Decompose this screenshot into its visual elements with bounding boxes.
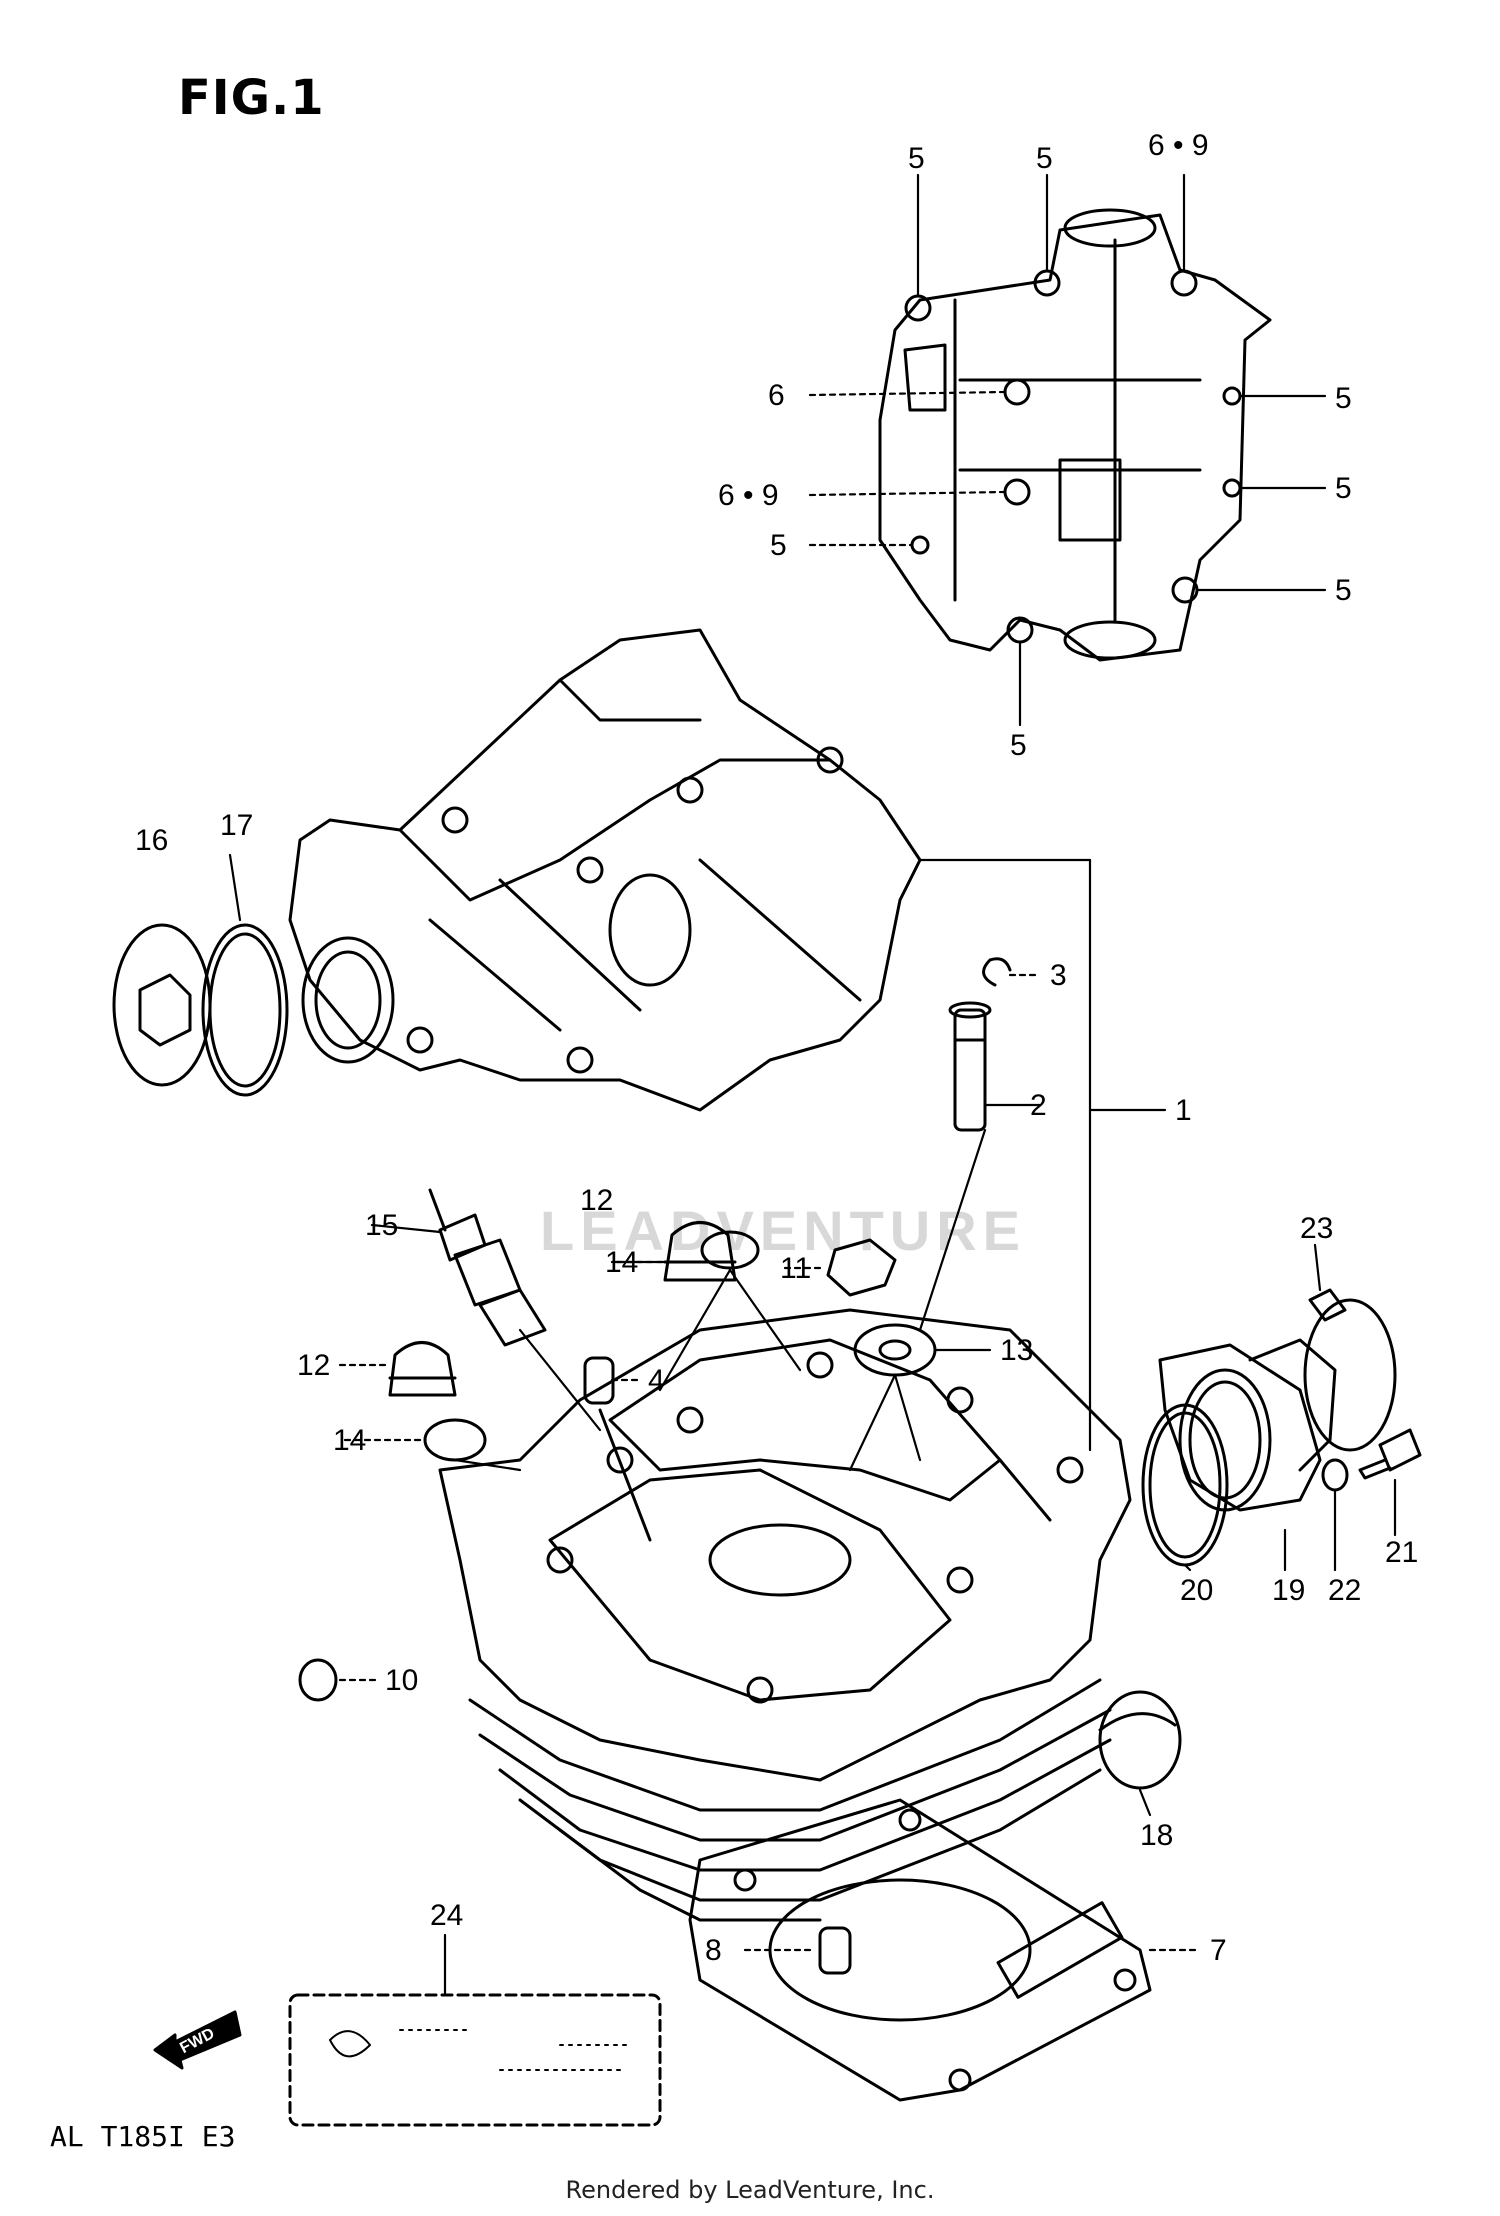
hose-clamp [1303, 1288, 1397, 1452]
callout-14a: 14 [605, 1246, 638, 1279]
oil-filler-cap [112, 923, 212, 1087]
callout-left-5: 5 [770, 529, 787, 562]
callout-top-5a: 5 [908, 142, 925, 175]
o-ring [201, 923, 289, 1097]
callout-right-5a: 5 [1335, 382, 1352, 415]
footer-credit: Rendered by LeadVenture, Inc. [565, 2176, 935, 2204]
callout-7: 7 [1210, 1934, 1227, 1967]
fwd-arrow [153, 2010, 242, 2070]
callout-12a: 12 [580, 1184, 613, 1217]
figure-title: FIG.1 [178, 70, 325, 126]
callout-17: 17 [220, 809, 253, 842]
washer-upper [700, 1230, 760, 1270]
intake-o-ring [1141, 1403, 1229, 1567]
callout-8: 8 [705, 1934, 722, 1967]
callout-24: 24 [430, 1899, 463, 1932]
callout-21: 21 [1385, 1536, 1418, 1569]
leader-lines [228, 173, 1397, 1997]
callout-19: 19 [1272, 1574, 1305, 1607]
callout-11: 11 [780, 1252, 811, 1285]
callout-15: 15 [365, 1209, 398, 1242]
screw [1358, 1428, 1422, 1480]
callout-13: 13 [1000, 1334, 1033, 1367]
callout-right-5c: 5 [1335, 574, 1352, 607]
callout-20: 20 [1180, 1574, 1213, 1607]
callout-top-5b: 5 [1036, 142, 1053, 175]
callout-2: 2 [1030, 1089, 1047, 1122]
nut [826, 1238, 897, 1297]
diagram-code: AL T185I E3 [50, 2120, 236, 2153]
callout-12b: 12 [297, 1349, 330, 1382]
rubber-cap [298, 1658, 338, 1702]
cylinder-head [438, 1308, 1132, 1922]
cap-nut-lower [388, 1341, 457, 1397]
head-gasket [688, 1798, 1152, 2102]
callout-left-69: 6 • 9 [718, 479, 779, 512]
dowel-pin-8 [818, 1926, 852, 1975]
callout-4: 4 [648, 1364, 665, 1397]
callout-top-69: 6 • 9 [1148, 129, 1209, 162]
callout-18: 18 [1140, 1819, 1173, 1852]
callout-right-5b: 5 [1335, 472, 1352, 505]
callout-10: 10 [385, 1664, 418, 1697]
caution-label [288, 1993, 662, 2127]
callout-23: 23 [1300, 1212, 1333, 1245]
callout-left-6: 6 [768, 379, 785, 412]
callout-3: 3 [1050, 959, 1067, 992]
intake-pipe [1158, 1338, 1337, 1512]
washer-lower [423, 1418, 487, 1462]
callout-22: 22 [1328, 1574, 1361, 1607]
side-plug [1098, 1690, 1182, 1790]
callout-14b: 14 [333, 1424, 366, 1457]
valve-guide [948, 1001, 992, 1132]
callout-bottom-5: 5 [1010, 729, 1027, 762]
callout-labels: 5 5 6 • 9 6 6 • 9 5 5 5 5 5 16 17 3 2 1 … [135, 129, 1418, 2057]
head-cover-3d [288, 628, 922, 1112]
callout-16: 16 [135, 824, 168, 857]
washer-22 [1321, 1458, 1349, 1492]
spark-plug [428, 1188, 547, 1347]
callout-1: 1 [1175, 1094, 1192, 1127]
watermark: LEADVENTURE [540, 1199, 1027, 1262]
head-cover-top-view [878, 208, 1272, 662]
circlip [982, 957, 1012, 987]
